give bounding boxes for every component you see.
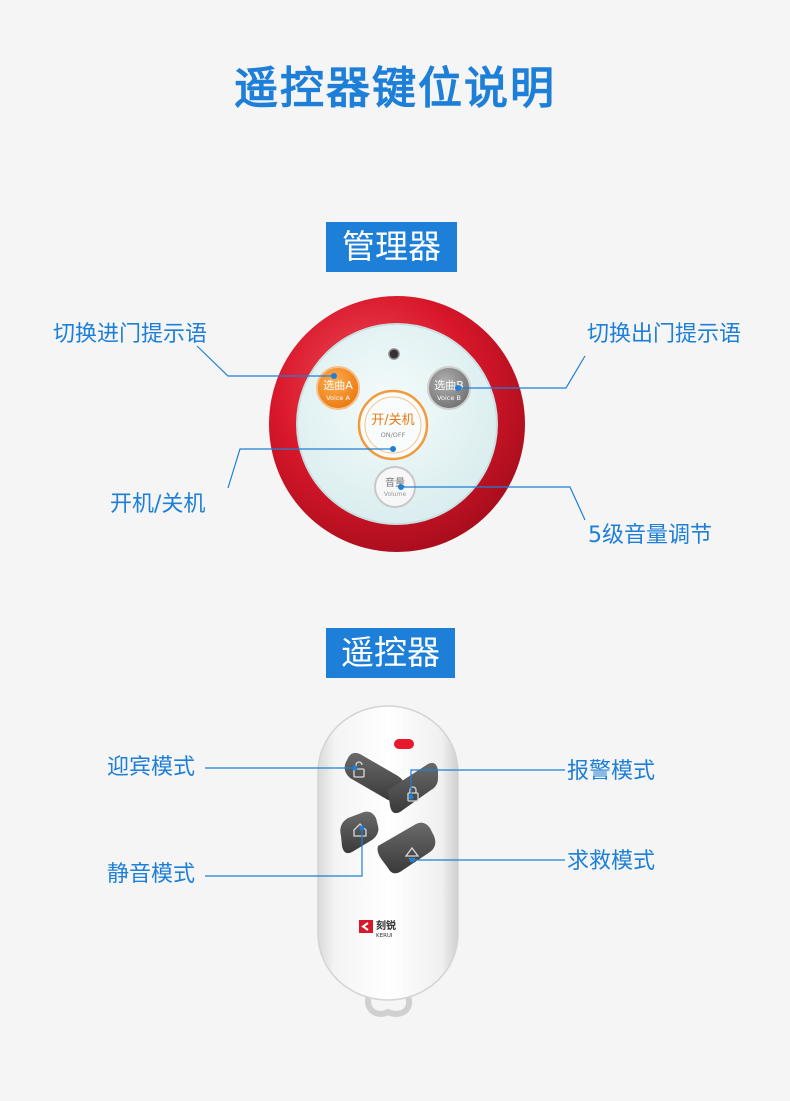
unlock-icon — [353, 761, 365, 778]
callout-line-alarm — [410, 769, 565, 797]
callout-power: 开机/关机 — [110, 492, 206, 517]
manager-callout-lines — [196, 345, 586, 521]
remote-callout-lines — [205, 767, 565, 877]
voice-b-sublabel: Voice B — [437, 394, 461, 402]
callout-line-volume — [401, 486, 586, 521]
voice-b-button[interactable]: 选曲B Voice B — [427, 366, 471, 410]
remote-led — [394, 739, 414, 749]
volume-button[interactable]: 音量 Volume — [374, 466, 416, 508]
indicator-led — [388, 348, 400, 360]
alarm-mode-key-shape[interactable] — [388, 762, 438, 814]
callout-voice-a: 切换进门提示语 — [53, 322, 208, 347]
power-sublabel: ON/OFF — [381, 431, 406, 439]
callout-sos-mode: 求救模式 — [567, 849, 656, 874]
callout-voice-b: 切换出门提示语 — [587, 322, 742, 347]
callout-line-voice-b — [458, 355, 586, 389]
voice-a-button[interactable]: 选曲A Voice A — [316, 366, 360, 410]
brand-name-en: KERUI — [376, 933, 393, 939]
manager-device: 选曲A Voice A 选曲B Voice B 开/关机 ON/OFF 音量 V… — [269, 296, 525, 552]
voice-a-label: 选曲A — [323, 379, 353, 392]
silent-mode-key[interactable] — [340, 811, 379, 854]
callout-silent-mode: 静音模式 — [107, 862, 196, 887]
callout-welcome-mode: 迎宾模式 — [107, 755, 196, 780]
remote-callout-dots — [352, 765, 415, 863]
brand-name-cn: 刻锐 — [376, 919, 396, 932]
callout-volume: 5级音量调节 — [588, 523, 712, 548]
power-button[interactable]: 开/关机 ON/OFF — [357, 389, 429, 461]
remote-section-tag: 遥控器 — [326, 628, 455, 678]
remote-device: 刻锐 KERUI — [317, 705, 459, 1017]
lock-icon — [407, 786, 419, 802]
brand-logo-mark — [359, 920, 373, 933]
voice-a-sublabel: Voice A — [326, 394, 350, 402]
callout-line-voice-a — [196, 345, 334, 377]
callout-line-silent — [205, 828, 363, 877]
keychain-loop — [365, 986, 413, 1017]
callout-line-power — [227, 448, 393, 489]
page-title: 遥控器键位说明 — [234, 63, 556, 114]
volume-sublabel: Volume — [384, 491, 407, 498]
manager-callout-dots — [331, 373, 461, 490]
brand-logo: 刻锐 KERUI — [359, 919, 396, 939]
power-label: 开/关机 — [371, 413, 414, 428]
callout-alarm-mode: 报警模式 — [567, 759, 656, 784]
manager-section-tag: 管理器 — [326, 222, 457, 272]
home-icon — [353, 823, 367, 837]
